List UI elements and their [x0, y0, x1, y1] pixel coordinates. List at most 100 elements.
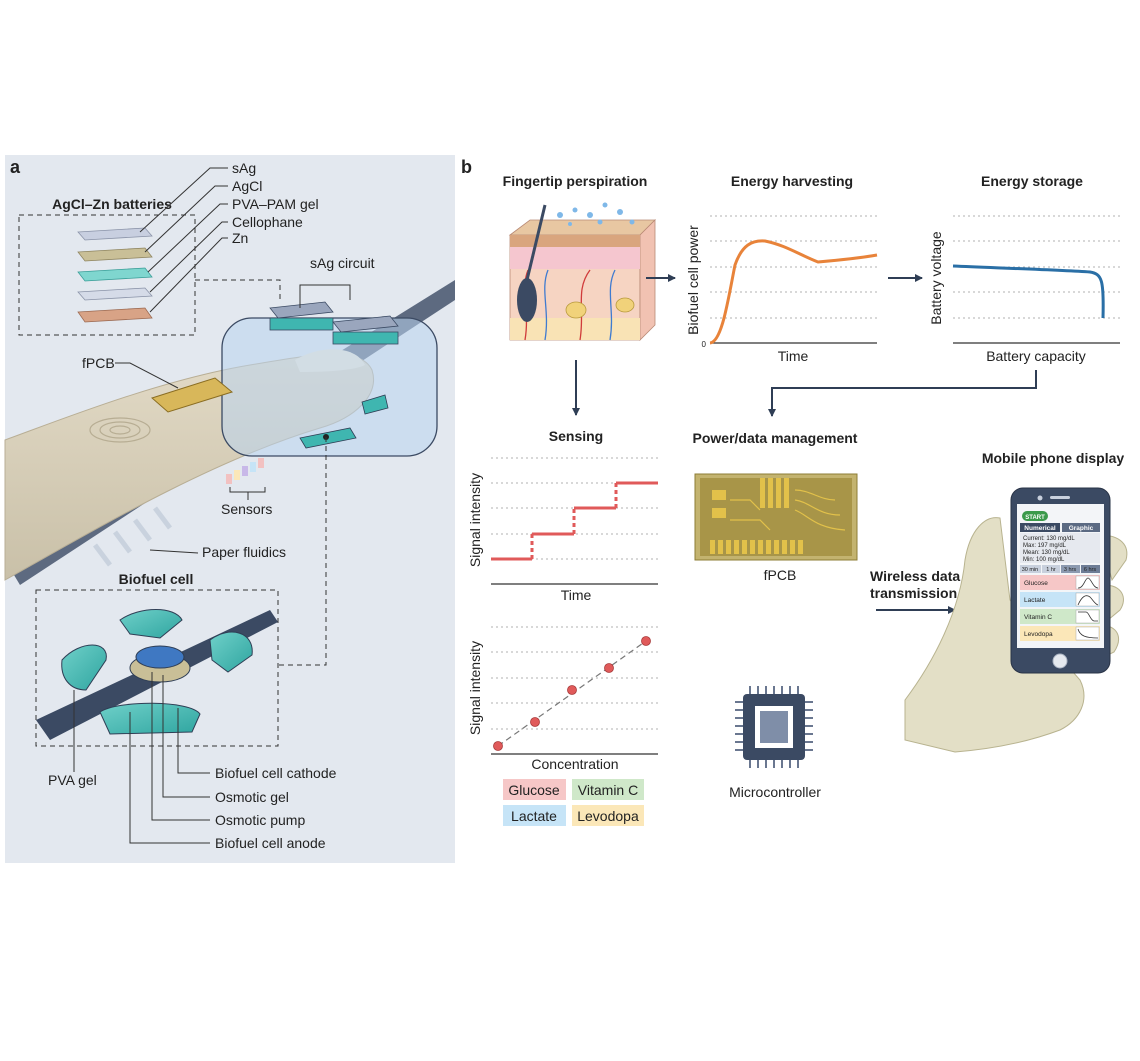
- storage-chart: Battery voltage Battery capacity: [928, 215, 1120, 364]
- panel-a: a AgCl–Zn batteries sAg AgCl PVA–PAM gel…: [4, 155, 455, 863]
- layer-label-gel: PVA–PAM gel: [232, 196, 319, 212]
- storage-title: Energy storage: [981, 173, 1083, 189]
- phone-tab-numerical-label: Numerical: [1024, 525, 1056, 532]
- layer-label-cellophane: Cellophane: [232, 214, 303, 230]
- biofuel-inset-box: [35, 589, 279, 747]
- phone-time-tab-6hrs[interactable]: [1081, 565, 1100, 573]
- sensing-time-ylabel: Signal intensity: [467, 473, 483, 567]
- phone-time-tab-30min[interactable]: [1020, 565, 1041, 573]
- phone-time-tab-1hr-label: 1 hr: [1046, 567, 1056, 573]
- phone-time-tab-3hrs[interactable]: [1061, 565, 1080, 573]
- circuit-batteries: [269, 301, 399, 345]
- sensing-conc-xlabel: Concentration: [531, 756, 618, 772]
- phone-start-label: START: [1025, 515, 1045, 521]
- phone-tab-graphic-label: Graphic: [1069, 525, 1094, 532]
- band-biofuel-cell-2: [361, 394, 389, 415]
- skin-cross-section: [508, 202, 656, 341]
- phone-time-tab-1hr[interactable]: [1042, 565, 1060, 573]
- phone-readout-panel: [1020, 533, 1100, 563]
- harvest-power-curve: [709, 239, 878, 345]
- layer-cellophane: [77, 287, 153, 301]
- biofuel-title: Biofuel cell: [119, 571, 194, 587]
- storage-voltage-curve: [952, 264, 1105, 319]
- panel-b-letter: b: [461, 157, 472, 177]
- sensing-point: [604, 663, 614, 673]
- sensing-step-curve: [491, 481, 658, 561]
- wireless-label-line1: Wireless data: [870, 568, 960, 584]
- battery-inset-box: [18, 214, 196, 336]
- harvest-xlabel: Time: [778, 348, 809, 364]
- phone-readout-current: Current: 130 mg/dL: [1023, 536, 1075, 542]
- leader-osmotic-gel: [162, 675, 210, 798]
- layer-agcl: [77, 247, 153, 262]
- analyte-chip-glucose: [503, 779, 566, 800]
- arrow-storage-to-management: [768, 370, 1037, 417]
- leader-sag-circuit: [299, 284, 351, 308]
- fpcb-board: [694, 473, 858, 561]
- analyte-lactate: Lactate: [511, 808, 557, 824]
- anode-label: Biofuel cell anode: [215, 835, 326, 851]
- phone-readout-max: Max: 197 mg/dL: [1023, 543, 1067, 549]
- cathode-label: Biofuel cell cathode: [215, 765, 337, 781]
- phone-row-vitamin-c-label: Vitamin C: [1024, 614, 1052, 621]
- sensing-point: [567, 685, 577, 695]
- microcontroller-label: Microcontroller: [729, 784, 821, 800]
- sensing-point: [530, 717, 540, 727]
- analyte-chip-levodopa: [572, 805, 644, 826]
- panel-b: b Fingertip perspiration: [461, 157, 1128, 826]
- phone-readout-min: Min: 100 mg/dL: [1023, 557, 1065, 563]
- analyte-levodopa: Levodopa: [577, 808, 639, 824]
- biofuel-connector: [278, 437, 327, 666]
- phone-home-button[interactable]: [1052, 653, 1068, 669]
- phone-tab-numerical[interactable]: [1020, 523, 1060, 532]
- leader-gel: [147, 203, 228, 273]
- sensing-conc-ylabel: Signal intensity: [467, 641, 483, 735]
- battery-stack: [77, 227, 153, 323]
- analyte-chip-vitamin-c: [572, 779, 644, 800]
- phone-start-button[interactable]: [1022, 511, 1048, 521]
- sensing-time-chart: Signal intensity Time: [467, 457, 658, 603]
- phone-tab-graphic[interactable]: [1062, 523, 1100, 532]
- sensor-pads: [226, 458, 264, 484]
- fluidic-channels: [93, 506, 172, 567]
- biofuel-cell-illustration: [36, 609, 278, 740]
- phone-camera: [1037, 495, 1043, 501]
- fingerprint-whorls: [89, 417, 151, 443]
- leader-agcl: [144, 185, 228, 253]
- phone-row-lactate-label: Lactate: [1024, 597, 1046, 604]
- analyte-chip-lactate: [503, 805, 566, 826]
- leader-zn: [149, 237, 228, 313]
- layer-label-sag: sAg: [232, 160, 256, 176]
- battery-title: AgCl–Zn batteries: [52, 196, 172, 212]
- wireless-label-line2: transmission: [870, 585, 957, 601]
- pva-gel-label: PVA gel: [48, 772, 97, 788]
- sag-circuit-label: sAg circuit: [310, 255, 375, 271]
- phone-speaker: [1050, 496, 1070, 499]
- analyte-legend: Glucose Vitamin C Lactate Levodopa: [503, 779, 644, 826]
- phone-readout-mean: Mean: 130 mg/dL: [1023, 550, 1070, 556]
- leader-anode: [129, 712, 210, 844]
- harvest-origin-label: 0: [702, 340, 707, 349]
- fpcb-on-finger: [151, 377, 234, 413]
- sensing-points: [493, 636, 651, 751]
- layer-label-agcl: AgCl: [232, 178, 262, 194]
- sensing-point: [493, 741, 503, 751]
- layer-gel: [77, 267, 153, 282]
- harvest-title: Energy harvesting: [731, 173, 853, 189]
- leader-osmotic-pump: [151, 672, 210, 821]
- leader-cathode: [177, 708, 210, 774]
- harvest-chart: 0 Biofuel cell power Time: [685, 215, 878, 364]
- sensing-conc-chart: Signal intensity Concentration: [467, 626, 658, 772]
- leader-sag: [139, 167, 228, 233]
- harvest-ylabel: Biofuel cell power: [685, 225, 701, 335]
- sensing-conc-gridlines: [491, 626, 658, 730]
- phone-time-tab-3hrs-label: 3 hrs: [1064, 567, 1076, 573]
- sensing-point: [641, 636, 651, 646]
- leader-fpcb: [115, 362, 179, 389]
- phone-time-tab-6hrs-label: 6 hrs: [1084, 567, 1096, 573]
- panel-a-letter: a: [10, 157, 21, 177]
- layer-label-zn: Zn: [232, 230, 248, 246]
- phone-time-tab-30min-label: 30 min: [1022, 567, 1039, 573]
- analyte-glucose: Glucose: [508, 782, 560, 798]
